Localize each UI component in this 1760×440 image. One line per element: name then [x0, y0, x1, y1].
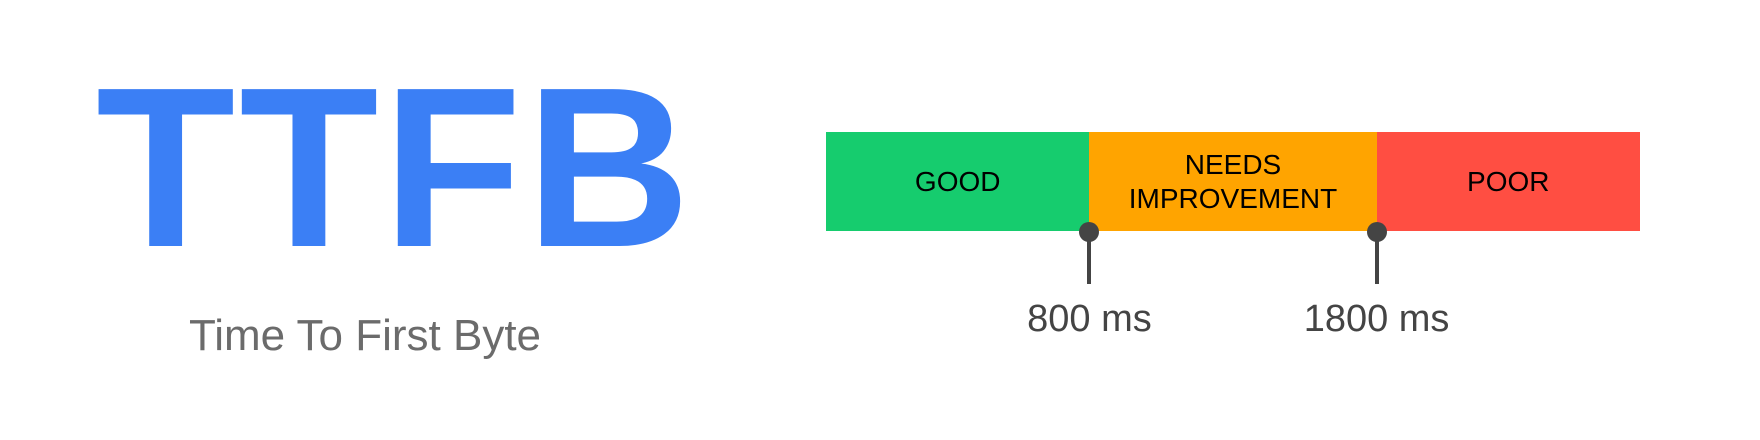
- segment-poor: POOR: [1376, 132, 1640, 231]
- segment-poor-label: POOR: [1467, 165, 1550, 197]
- threshold-marker-line: [1374, 232, 1379, 284]
- segment-good-label: GOOD: [914, 165, 1001, 197]
- segment-good: GOOD: [826, 132, 1090, 231]
- threshold-marker-1800: [1366, 222, 1388, 284]
- metric-full-name: Time To First Byte: [188, 311, 542, 360]
- threshold-marker-line: [1087, 232, 1092, 284]
- threshold-marker-800: [1078, 222, 1100, 284]
- threshold-label-1800: 1800 ms: [1303, 298, 1450, 340]
- metric-acronym: TTFB: [96, 41, 695, 295]
- threshold-marker-dot: [1079, 222, 1100, 242]
- threshold-label-800: 800 ms: [1027, 298, 1152, 340]
- threshold-marker-dot: [1366, 222, 1387, 242]
